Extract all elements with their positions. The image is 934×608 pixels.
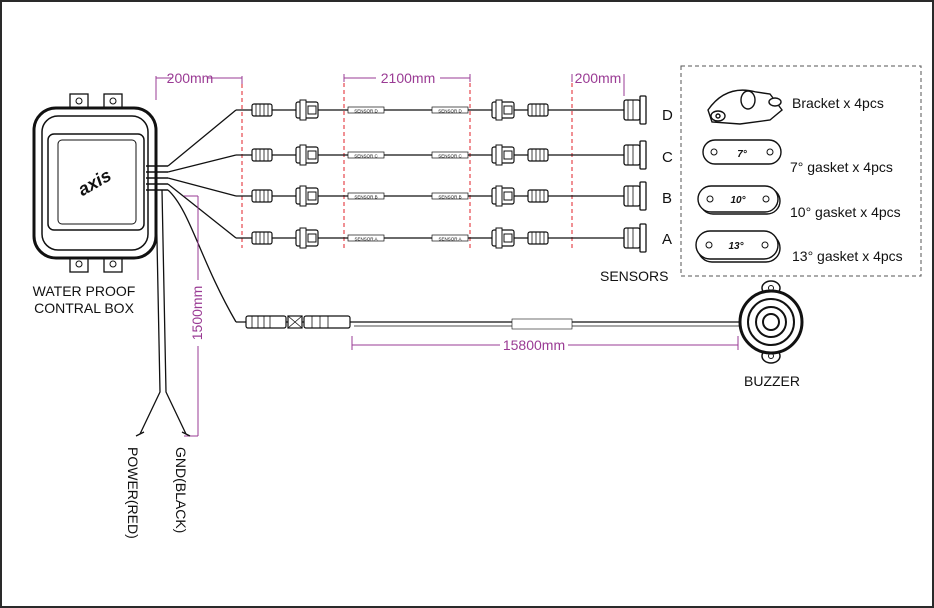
dim-left-lead: 200mm [167, 70, 214, 86]
power-red-label: POWER(RED) [125, 447, 141, 539]
length-guides [241, 76, 573, 248]
cable-tag-a-right: SENSOR A [438, 237, 461, 242]
gasket-10-label: 10° gasket x 4pcs [790, 204, 901, 220]
dim-buzzer-cable: 15800mm [503, 337, 565, 353]
control-box: axis [32, 93, 168, 273]
control-box-label-line1: WATER PROOF [33, 283, 136, 299]
cable-tag-b-left: SENSOR B [354, 195, 377, 200]
dim-sensor-cable: 2100mm [381, 70, 435, 86]
gasket-7-icon: 7° [702, 139, 782, 165]
sensor-channel-c [236, 140, 647, 170]
gasket-7-mark: 7° [737, 149, 748, 160]
sensor-channel-b [236, 181, 647, 211]
cable-tag-c-right: SENSOR C [438, 154, 462, 159]
buzzer-cable [236, 315, 742, 330]
cable-tag-c-left: SENSOR C [354, 154, 378, 159]
gasket-7-label: 7° gasket x 4pcs [790, 159, 893, 175]
dimension-lines [155, 74, 739, 437]
sensor-channel-d [236, 95, 647, 125]
sensors-label: SENSORS [600, 268, 668, 284]
cable-tag-b-right: SENSOR B [438, 195, 461, 200]
bracket-icon [707, 89, 783, 125]
power-lead-ends [135, 431, 191, 437]
buzzer [738, 280, 804, 364]
channel-label-b: B [662, 190, 672, 207]
cable-tag-d-left: SENSOR D [354, 109, 378, 114]
dim-right-lead: 200mm [575, 70, 622, 86]
dim-power-lead: 1500mm [189, 286, 205, 340]
control-box-label-line2: CONTRAL BOX [34, 300, 134, 316]
cable-tag-a-left: SENSOR A [354, 237, 377, 242]
cable-tag-d-right: SENSOR D [438, 109, 462, 114]
harness-fanout [139, 109, 237, 435]
ground-black-label: GND(BLACK) [173, 447, 189, 533]
sensor-channel-a [236, 223, 647, 253]
channel-label-a: A [662, 231, 672, 248]
gasket-13-mark: 13° [728, 241, 744, 252]
channel-label-c: C [662, 149, 673, 166]
gasket-13-label: 13° gasket x 4pcs [792, 248, 903, 264]
buzzer-label: BUZZER [744, 373, 800, 389]
gasket-13-icon: 13° [695, 230, 781, 263]
channel-label-d: D [662, 107, 673, 124]
gasket-10-icon: 10° [697, 185, 781, 215]
bracket-label: Bracket x 4pcs [792, 95, 884, 111]
gasket-10-mark: 10° [730, 195, 746, 206]
